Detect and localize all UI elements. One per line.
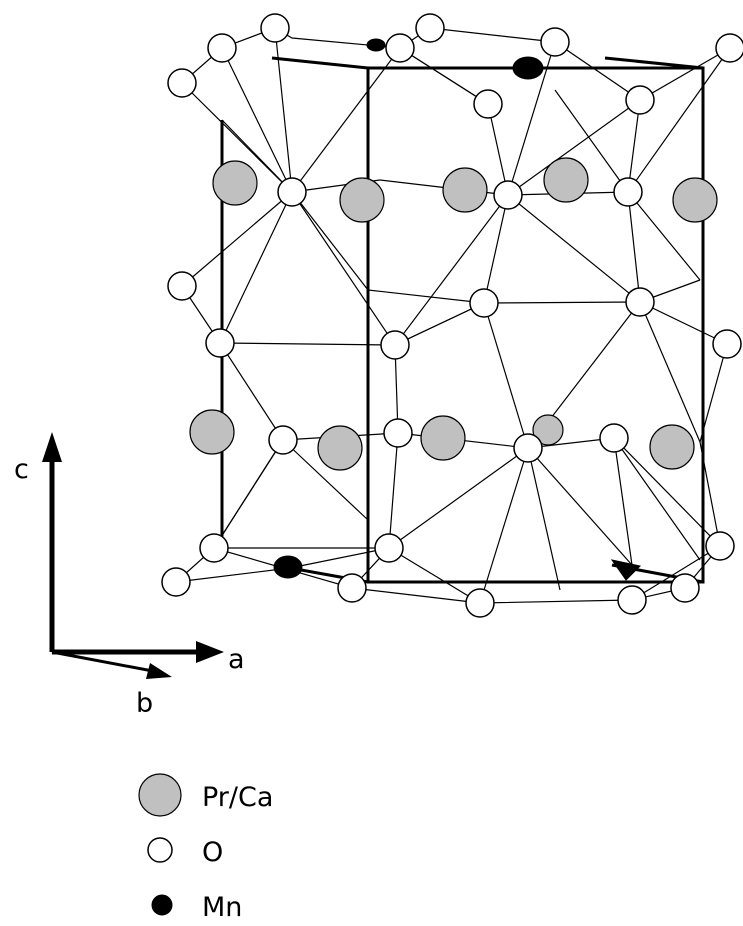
bond-network (175, 27, 731, 604)
oxygen-atom (161, 567, 191, 597)
oxygen-atom (473, 89, 503, 119)
oxygen-atom (540, 27, 570, 57)
oxygen-atom (625, 287, 655, 317)
b-axis-arrowhead (146, 663, 172, 679)
oxygen-atom (207, 33, 237, 63)
oxygen-atom (260, 13, 290, 43)
mn-atom (366, 38, 386, 52)
legend-mn-label: Mn (202, 892, 242, 923)
c-axis-label: c (14, 454, 29, 485)
oxygen-atom (383, 418, 413, 448)
oxygen-atom (167, 271, 197, 301)
mn-atom (610, 559, 642, 581)
axes-indicator: c a b (14, 432, 245, 719)
legend: Pr/Ca O Mn (138, 773, 273, 923)
oxygen-atom (374, 533, 404, 563)
legend-pr-ca-label: Pr/Ca (202, 782, 273, 813)
oxygen-atom (268, 425, 298, 455)
pr-ca-atom (212, 160, 258, 206)
pr-ca-atom (442, 167, 488, 213)
pr-ca-atom (339, 177, 385, 223)
mn-atoms (273, 38, 642, 581)
oxygen-atom (465, 588, 495, 618)
oxygen-atom (715, 33, 743, 63)
oxygen-atom (205, 328, 235, 358)
oxygen-atom (625, 85, 655, 115)
oxygen-atom (385, 33, 415, 63)
pr-ca-atom (543, 157, 589, 203)
pr-ca-atom (672, 177, 718, 223)
pr-ca-atom (189, 409, 235, 455)
pr-ca-atom (649, 424, 695, 470)
oxygen-atom (670, 573, 700, 603)
oxygen-atom (199, 533, 229, 563)
oxygen-atom (337, 573, 367, 603)
oxygen-atoms (161, 13, 743, 618)
pr-ca-atom (532, 414, 564, 446)
pr-ca-atom (420, 415, 466, 461)
oxygen-atom (712, 329, 742, 359)
oxygen-atom (617, 585, 647, 615)
c-axis-arrowhead (42, 432, 62, 462)
legend-oxygen-swatch (147, 837, 173, 863)
b-axis-label: b (136, 688, 153, 719)
oxygen-atom (599, 423, 629, 453)
a-axis-label: a (228, 644, 245, 675)
legend-mn-swatch (151, 894, 173, 916)
oxygen-atom (705, 531, 735, 561)
oxygen-atom (469, 288, 499, 318)
oxygen-atom (613, 177, 643, 207)
mn-atom (512, 56, 544, 80)
oxygen-atom (415, 13, 445, 43)
pr-ca-atom (317, 425, 363, 471)
pr-ca-atoms (189, 157, 718, 471)
legend-pr-ca-swatch (138, 773, 182, 817)
oxygen-atom (167, 68, 197, 98)
unit-cell-box (220, 56, 705, 584)
oxygen-atom (493, 180, 523, 210)
oxygen-atom (277, 177, 307, 207)
legend-oxygen-label: O (202, 837, 223, 868)
oxygen-atom (380, 330, 410, 360)
mn-atom (273, 555, 303, 579)
a-axis-arrowhead (196, 641, 224, 663)
oxygen-atom (513, 433, 543, 463)
